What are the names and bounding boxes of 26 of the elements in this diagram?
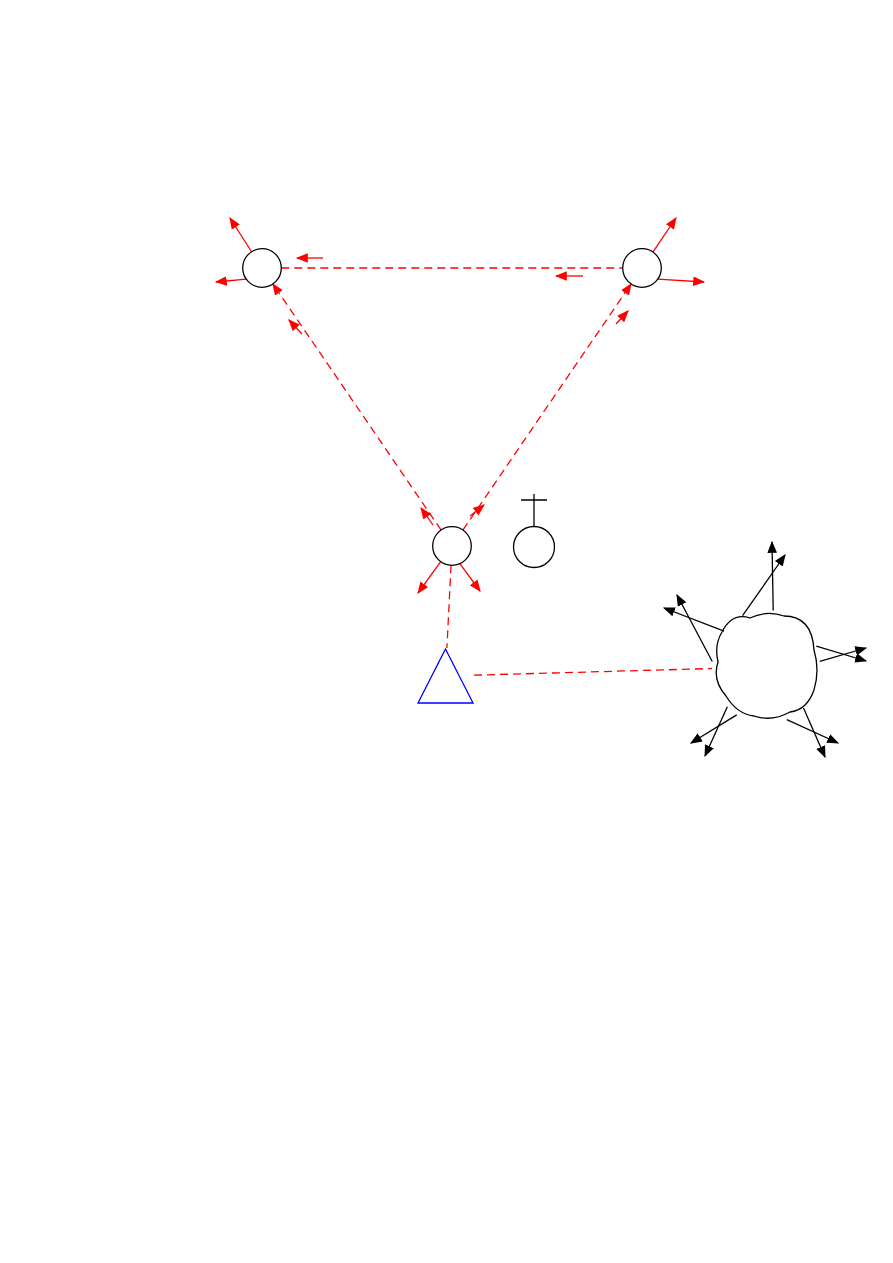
arrow [459, 562, 481, 592]
arrow [229, 217, 253, 253]
arrow [690, 714, 738, 744]
connector-line [446, 564, 452, 649]
arrow [819, 646, 868, 662]
circle [432, 526, 472, 566]
circle [622, 248, 662, 288]
arrow [662, 607, 725, 632]
arrow [657, 276, 706, 287]
circle [242, 248, 282, 288]
arrow [767, 540, 777, 612]
arrow [214, 276, 247, 286]
arrow [741, 554, 786, 617]
arrow [417, 561, 442, 594]
arrow [786, 718, 840, 744]
connector-line [473, 667, 713, 676]
arrow [802, 707, 826, 759]
triangle [417, 648, 474, 704]
connector-line [272, 282, 442, 531]
arrow [815, 645, 868, 663]
arrow [704, 706, 728, 758]
arrow [676, 593, 713, 663]
arrow [652, 217, 677, 253]
connector-line [462, 282, 632, 531]
circle-cross-symbol [512, 494, 556, 568]
connector-line [280, 267, 624, 269]
